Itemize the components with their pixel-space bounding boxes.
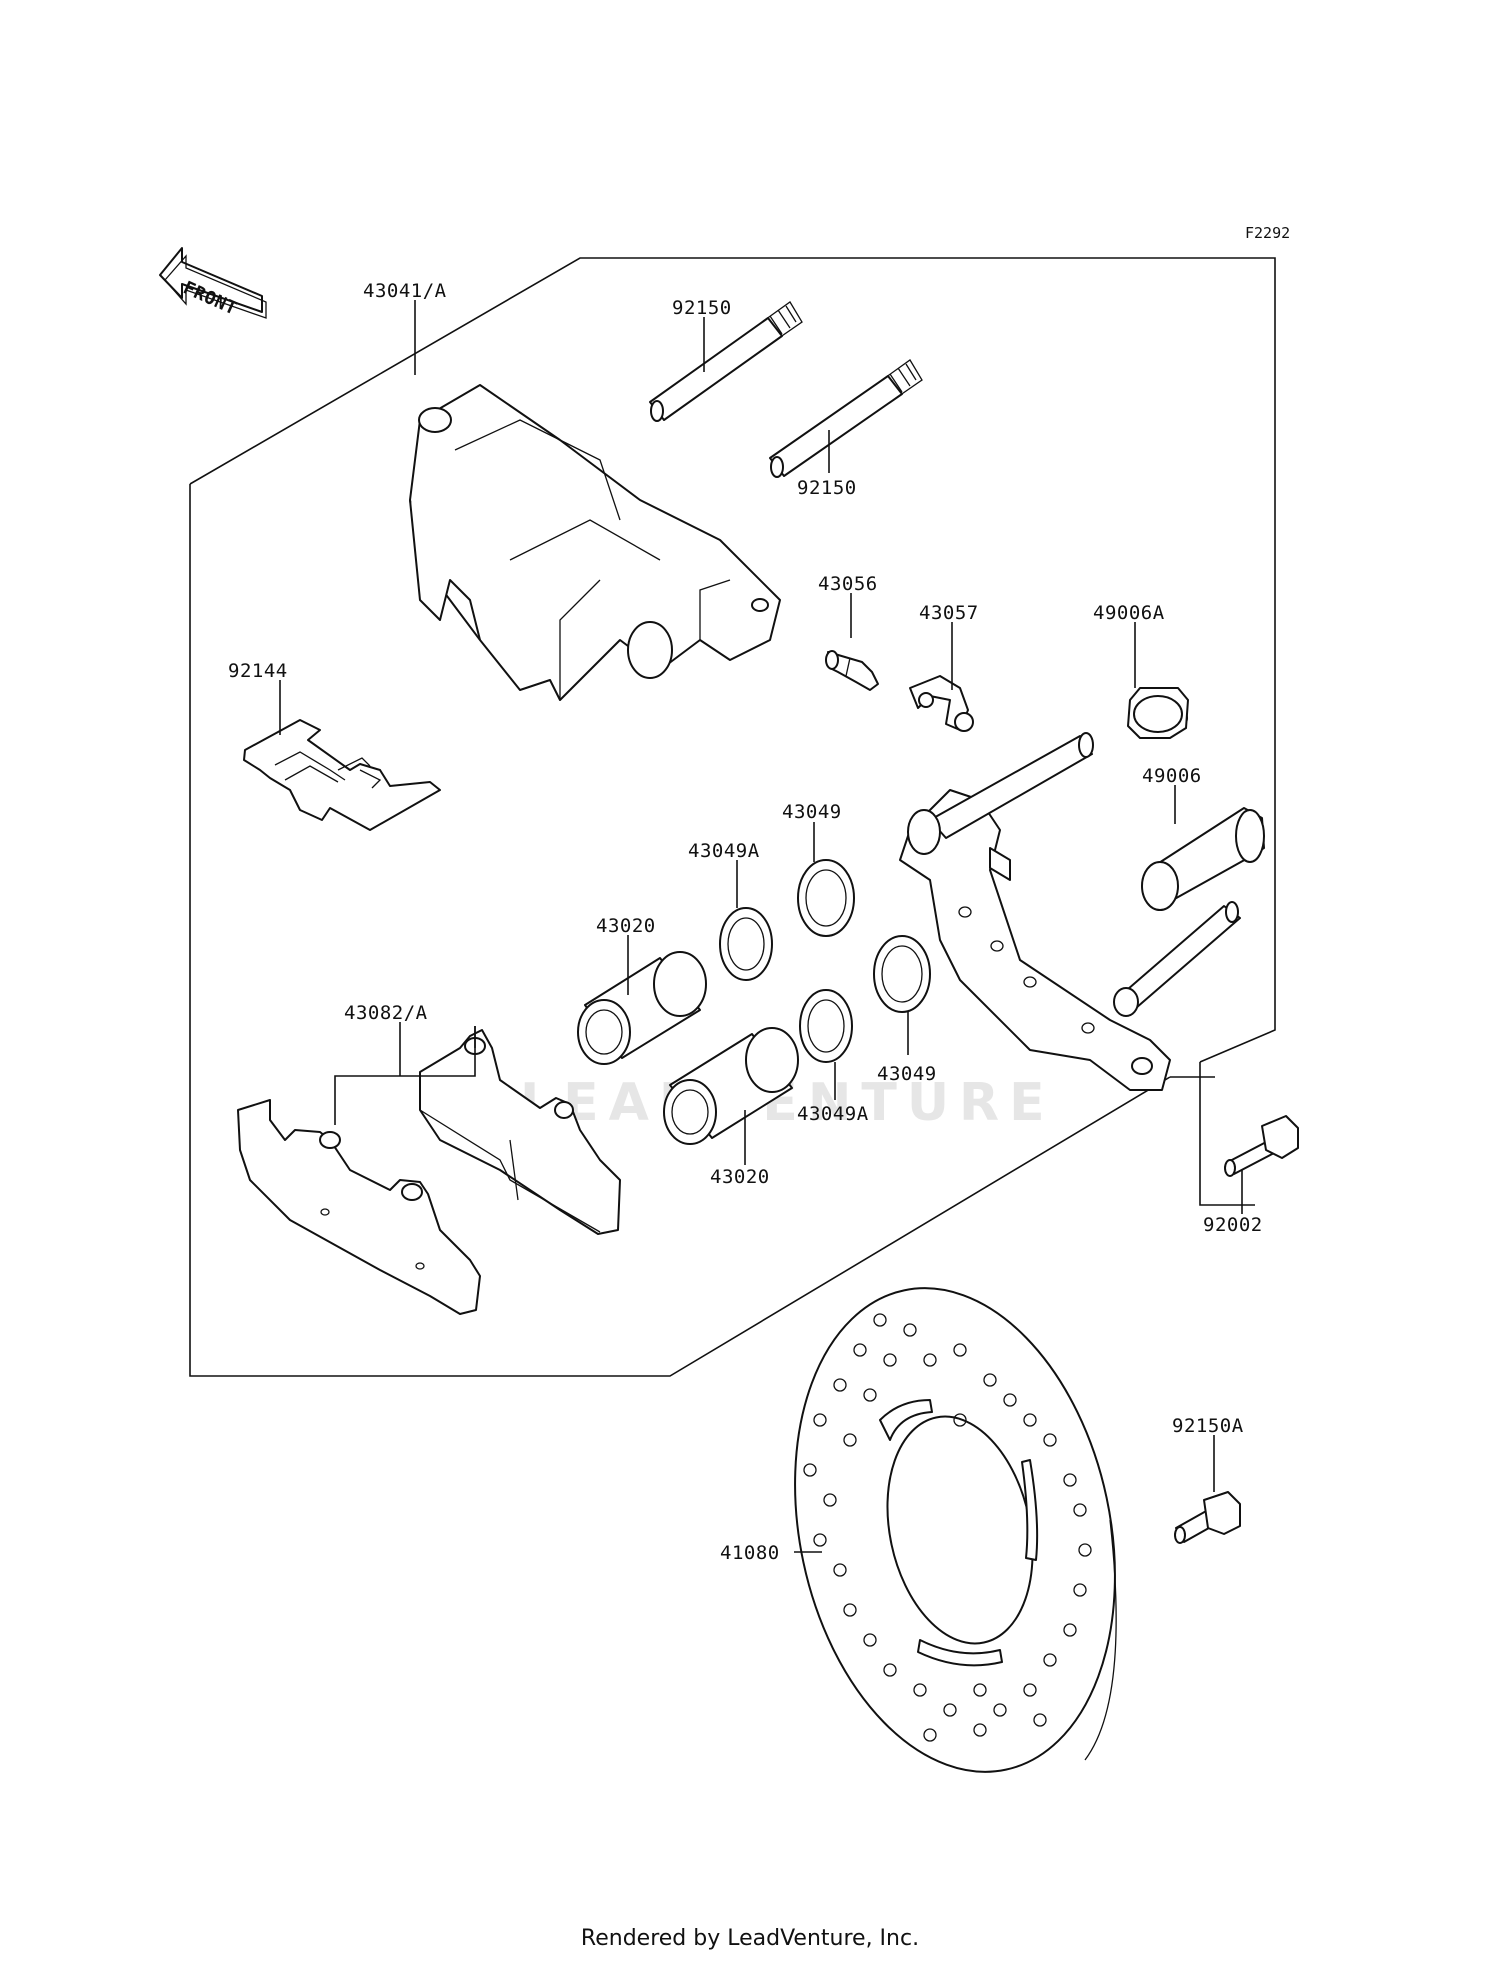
pin-92150-b (769, 359, 923, 478)
brake-pad-left (237, 1099, 481, 1315)
callout-43049a-top[interactable]: 43049A (688, 840, 760, 862)
cap-43057 (909, 675, 974, 732)
callout-49006[interactable]: 49006 (1142, 765, 1202, 787)
collar-49006a (1127, 687, 1189, 739)
screw-92150a (1174, 1491, 1241, 1544)
footer-credit: Rendered by LeadVenture, Inc. (580, 1926, 920, 1951)
seal-43049a-lower (799, 989, 853, 1063)
disc-holes (803, 1313, 1092, 1742)
pad-spring-92144 (243, 719, 441, 831)
callout-43049-top[interactable]: 43049 (782, 801, 842, 823)
piston-43020-lower (663, 1027, 799, 1145)
caliper-bracket (899, 732, 1241, 1091)
callout-92144[interactable]: 92144 (228, 660, 288, 682)
brake-disc-41080 (794, 1287, 1117, 1773)
callout-92002[interactable]: 92002 (1203, 1214, 1263, 1236)
seal-43049-upper (797, 859, 855, 937)
callout-43020-bottom[interactable]: 43020 (710, 1166, 770, 1188)
callout-43020-top[interactable]: 43020 (596, 915, 656, 937)
pin-92150-a (649, 301, 803, 422)
bleeder-valve-43056 (825, 650, 879, 691)
callout-43056[interactable]: 43056 (818, 573, 878, 595)
callout-92150-top[interactable]: 92150 (672, 297, 732, 319)
leader-lines (279, 300, 1243, 1553)
front-arrow-icon: FRONT (159, 247, 267, 320)
caliper-assembly-outline (189, 257, 1276, 1377)
callout-49006a[interactable]: 49006A (1093, 602, 1165, 624)
figure-code: F2292 (1245, 224, 1290, 242)
callout-43057[interactable]: 43057 (919, 602, 979, 624)
callout-41080[interactable]: 41080 (720, 1542, 780, 1564)
seal-43049-lower (873, 935, 931, 1013)
seal-43049a-upper (719, 907, 773, 981)
callout-43049a-bottom[interactable]: 43049A (797, 1103, 869, 1125)
caliper-body (409, 384, 781, 701)
callout-43082a[interactable]: 43082/A (344, 1002, 428, 1024)
callout-43041a[interactable]: 43041/A (363, 280, 447, 302)
callout-43049-bottom[interactable]: 43049 (877, 1063, 937, 1085)
piston-43020-upper (577, 951, 707, 1065)
bolt-49006 (1141, 807, 1265, 911)
callout-92150a[interactable]: 92150A (1172, 1415, 1244, 1437)
bolt-92002 (1224, 1115, 1299, 1177)
part-callouts: 43041/A 92150 92150 43056 43057 49006A 9… (228, 280, 1263, 1564)
callout-92150-bottom[interactable]: 92150 (797, 477, 857, 499)
